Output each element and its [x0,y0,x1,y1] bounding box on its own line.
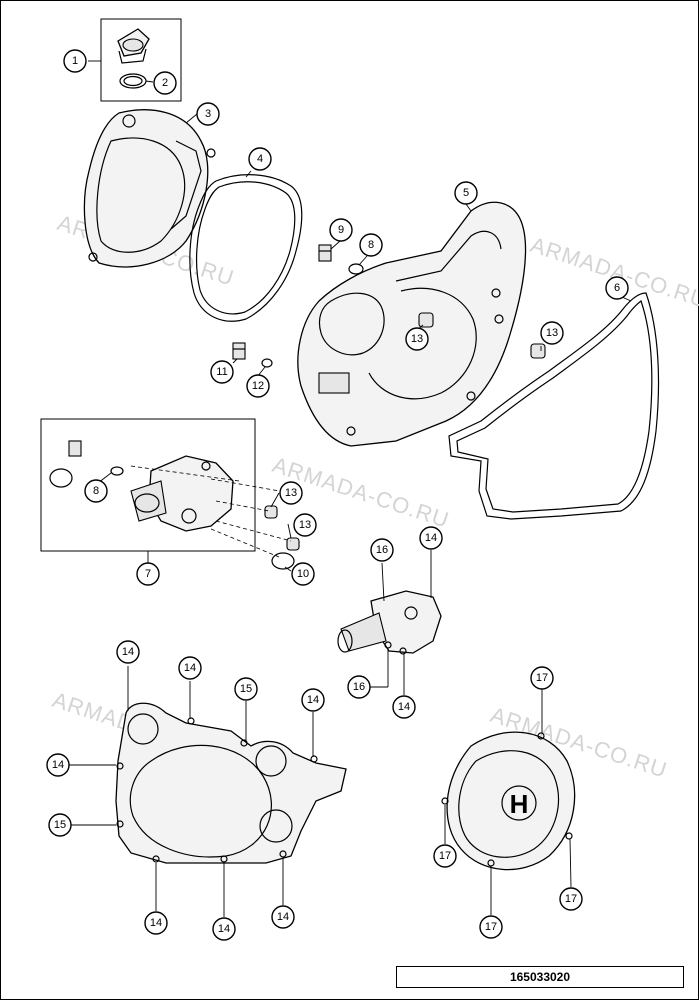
callout-8-upper: 8 [359,233,383,257]
callout-17-right: 17 [559,887,583,911]
callout-17-bottom: 17 [479,915,503,939]
callout-1: 1 [63,49,87,73]
svg-text:14: 14 [122,646,134,658]
callout-2: 2 [153,71,177,95]
clutch-cover-gasket[interactable] [189,174,303,322]
svg-text:17: 17 [565,893,577,905]
callout-14-case-d: 14 [46,753,70,777]
diagram-number-box: 165033020 [396,966,684,988]
callout-7: 7 [136,562,160,586]
svg-text:14: 14 [307,694,319,706]
watermark-2: ARMADA-CO.RU [527,232,699,313]
o-ring-10[interactable] [271,552,295,570]
svg-text:17: 17 [485,921,497,933]
callout-16-lower: 16 [347,675,371,699]
inner-cover[interactable] [297,201,527,447]
svg-text:1: 1 [72,55,78,67]
callout-14-pump-lower: 14 [392,695,416,719]
callout-15-case-top: 15 [234,677,258,701]
screw-plug-9[interactable] [318,244,332,262]
callout-13-right: 13 [540,321,564,345]
callout-13-upper: 13 [405,327,429,351]
leader-lines [69,60,632,917]
callout-11: 11 [210,360,234,384]
svg-text:14: 14 [398,701,410,713]
washer-12[interactable] [261,358,273,368]
screw-plug-11[interactable] [232,342,246,360]
callout-9: 9 [329,218,353,242]
svg-text:5: 5 [463,187,469,199]
svg-text:17: 17 [439,850,451,862]
husqvarna-logo-letter: H [510,789,529,819]
svg-text:14: 14 [150,917,162,929]
svg-text:11: 11 [216,366,227,378]
callout-10: 10 [291,562,315,586]
water-pump-assembly[interactable] [337,590,442,655]
dowel-13-bottom[interactable] [286,537,300,551]
callout-8-inset: 8 [84,479,108,503]
screw-plug-inset[interactable] [68,440,82,457]
svg-text:12: 12 [252,380,264,392]
svg-text:14: 14 [218,923,230,935]
callout-14-case-c: 14 [301,688,325,712]
callout-3: 3 [196,102,220,126]
crankcase-half-lower[interactable] [115,702,347,864]
callout-14-case-g: 14 [271,905,295,929]
callout-12: 12 [246,374,270,398]
callout-14-case-a: 14 [116,640,140,664]
svg-text:4: 4 [257,153,263,165]
filler-plug-o-ring[interactable] [119,73,147,89]
svg-text:14: 14 [184,662,196,674]
callout-14-pump-upper: 14 [419,526,443,550]
ignition-cover[interactable]: H [441,731,576,871]
callout-14-case-b: 14 [178,656,202,680]
callout-13-inset-a: 13 [279,481,303,505]
dowel-13-right[interactable] [530,343,546,359]
svg-text:7: 7 [145,568,151,580]
filler-plug-inset-box [100,18,182,102]
svg-text:6: 6 [614,282,620,294]
dowel-13-lower[interactable] [264,505,278,519]
svg-text:13: 13 [299,519,311,531]
svg-text:15: 15 [54,819,66,831]
callout-5: 5 [454,181,478,205]
seal-ring-inset[interactable] [49,468,73,488]
svg-text:8: 8 [93,485,99,497]
callout-6: 6 [605,276,629,300]
callout-17-top: 17 [530,666,554,690]
svg-text:14: 14 [277,911,289,923]
svg-text:14: 14 [52,759,64,771]
callout-14-case-f: 14 [212,917,236,941]
svg-text:16: 16 [353,681,365,693]
svg-text:13: 13 [546,327,558,339]
svg-text:13: 13 [411,333,423,345]
o-ring-inset[interactable] [110,466,124,476]
svg-text:9: 9 [338,224,344,236]
callout-17-left: 17 [433,844,457,868]
svg-text:16: 16 [376,544,388,556]
svg-text:10: 10 [297,568,309,580]
water-pump-cover[interactable] [130,455,234,532]
callout-13-inset-b: 13 [293,513,317,537]
clutch-cover[interactable] [83,109,216,268]
svg-text:3: 3 [205,108,211,120]
callout-15-case-left: 15 [48,813,72,837]
dowel-13-upper[interactable] [418,312,434,328]
svg-text:2: 2 [162,77,168,89]
svg-text:14: 14 [425,532,437,544]
callout-16-upper: 16 [370,538,394,562]
svg-text:17: 17 [536,672,548,684]
callout-14-case-e: 14 [144,911,168,935]
o-ring-8-upper[interactable] [348,263,364,275]
svg-text:8: 8 [368,239,374,251]
oil-filler-plug[interactable] [117,28,150,64]
inner-cover-gasket[interactable] [448,292,660,520]
svg-text:13: 13 [285,487,297,499]
callout-4: 4 [248,147,272,171]
svg-text:15: 15 [240,683,252,695]
